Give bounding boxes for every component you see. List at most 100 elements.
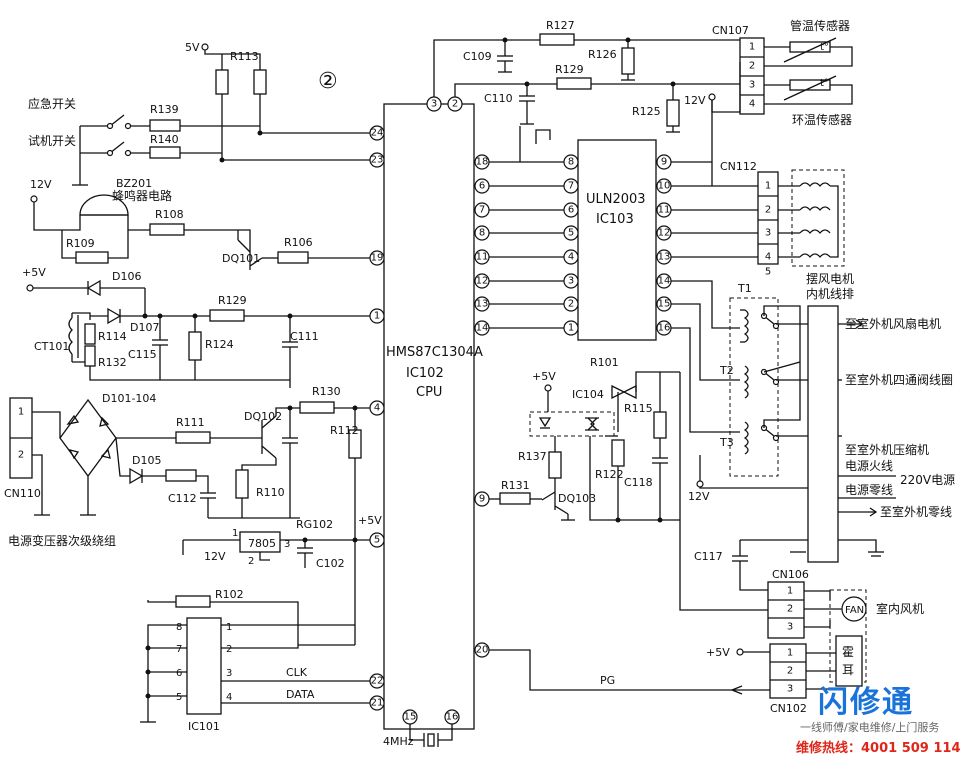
cpu-ic102: HMS87C1304A IC102 CPU — [383, 103, 483, 730]
r129a-label: R129 — [218, 294, 247, 307]
pin-label: 14 — [476, 323, 489, 334]
buzzer-ref-label: BZ201 — [116, 177, 152, 190]
sensor-section: R127 C109 R126 R129 C110 R125 12V 1 2 3 — [433, 18, 853, 186]
svg-text:4: 4 — [765, 252, 771, 263]
cn106-label: CN106 — [772, 568, 809, 581]
pg-label: PG — [600, 674, 615, 687]
transformer-label: 电源变压器次级绕组 — [8, 533, 116, 548]
cpu-pins: 3 2 24 23 19 1 4 5 22 21 18 6 7 8 11 12 … — [369, 96, 490, 725]
pin-label: 7 — [479, 205, 485, 216]
v5p-label-b: +5V — [532, 370, 556, 383]
fan-symbol-label: FAN — [845, 605, 864, 616]
switch-section: 5V R113 应急开关 试机开关 R139 R140 — [28, 41, 370, 186]
r124-label: R124 — [205, 338, 234, 351]
out-neutral-label: 至室外机零线 — [880, 504, 952, 519]
pin-label: 24 — [371, 128, 384, 139]
pin-label: 4 — [374, 403, 380, 414]
pin-label: 22 — [371, 676, 384, 687]
c111-label: C111 — [290, 330, 319, 343]
svg-text:7: 7 — [568, 181, 574, 192]
pin-label: 13 — [476, 299, 489, 310]
svg-text:3: 3 — [568, 276, 574, 287]
uln-ref-label: IC103 — [596, 212, 634, 227]
crystal-label: 4MHz — [383, 735, 414, 748]
pin-label: 19 — [371, 253, 384, 264]
svg-text:1: 1 — [749, 42, 755, 53]
t1-label: T1 — [737, 282, 752, 295]
pin-label: 9 — [479, 494, 485, 505]
cn102-label: CN102 — [770, 702, 807, 715]
dq103-label: DQ103 — [558, 492, 596, 505]
pin-label: 16 — [446, 712, 459, 723]
t3-label: T3 — [719, 436, 734, 449]
buzzer-section: 12V R109 BZ201 蜂鸣器电路 R108 R109 DQ101 R10… — [30, 177, 370, 270]
r113-label: R113 — [230, 50, 259, 63]
pin-label: 2 — [452, 99, 458, 110]
watermark-hotline: 维修热线：4001 509 114 — [796, 741, 961, 756]
room-sensor-label: 环温传感器 — [792, 112, 852, 127]
c110-label: C110 — [484, 92, 513, 105]
cpu-5v-label: +5V — [358, 514, 382, 527]
svg-text:3: 3 — [765, 228, 771, 239]
ic104-label: IC104 — [572, 388, 604, 401]
svg-text:5: 5 — [568, 228, 574, 239]
crystal-section: 4MHz — [383, 724, 453, 748]
d107-label: D107 — [130, 321, 159, 334]
r114-label: R114 — [98, 330, 127, 343]
cn110-pin: 2 — [18, 450, 24, 461]
ic101-label: IC101 — [188, 720, 220, 733]
swing-motor-label: 摆风电机 — [806, 272, 854, 286]
v12-label-c: 12V — [684, 94, 706, 107]
svg-text:3: 3 — [787, 622, 793, 633]
cn112-label: CN112 — [720, 160, 757, 173]
r137-label: R137 — [518, 450, 547, 463]
bridge-section: 1 2 CN110 电源变压器次级绕组 D101-104 R111 D105 C… — [4, 385, 370, 548]
neutral-label: 电源零线 — [845, 483, 893, 497]
pin-label: 18 — [476, 157, 489, 168]
d105-label: D105 — [132, 454, 161, 467]
pin-label: 15 — [404, 712, 417, 723]
r130-label: R130 — [312, 385, 341, 398]
hall-label: 霍 — [842, 645, 854, 659]
d106-label: D106 — [112, 270, 141, 283]
pin-label: 12 — [476, 276, 489, 287]
v5p-label-c: +5V — [706, 646, 730, 659]
svg-text:3: 3 — [226, 668, 232, 679]
pin-label: 11 — [476, 252, 489, 263]
d101-label: D101-104 — [102, 392, 156, 405]
hall-sensor-section: +5V 1 2 3 CN102 霍 耳 PG — [489, 635, 863, 715]
r131-label: R131 — [501, 479, 530, 492]
c115-label: C115 — [128, 348, 157, 361]
r102-label: R102 — [215, 588, 244, 601]
dq101-label: DQ101 — [222, 252, 260, 265]
relay-section: T1 T2 T3 — [719, 282, 808, 477]
c112-label: C112 — [168, 492, 197, 505]
regulator-section: 7805 RG102 12V 1 3 2 C102 — [182, 518, 370, 570]
r115-label: R115 — [624, 402, 653, 415]
uln-part-label: ULN2003 — [586, 192, 646, 207]
svg-text:1: 1 — [232, 528, 238, 539]
r109-label: R109 — [66, 237, 95, 250]
svg-text:2: 2 — [765, 205, 771, 216]
pipe-sensor-label: 管温传感器 — [790, 18, 850, 33]
pin-label: 8 — [479, 228, 485, 239]
svg-text:3: 3 — [749, 80, 755, 91]
watermark-tagline: 一线师傅/家电维修/上门服务 — [800, 721, 940, 734]
svg-text:7: 7 — [176, 644, 182, 655]
svg-text:10: 10 — [658, 181, 671, 192]
indoor-fan-label: 室内风机 — [876, 601, 924, 616]
pin-label: 20 — [476, 645, 489, 656]
svg-text:1: 1 — [765, 181, 771, 192]
svg-text:8: 8 — [176, 622, 182, 633]
svg-text:2: 2 — [749, 61, 755, 72]
dq102-label: DQ102 — [244, 410, 282, 423]
r101-label: R101 — [590, 356, 619, 369]
c117-label: C117 — [694, 550, 723, 563]
indoor-harness-label: 内机线排 — [806, 287, 854, 301]
svg-text:4: 4 — [226, 692, 232, 703]
r106-label: R106 — [284, 236, 313, 249]
v12-label-d: 12V — [688, 490, 710, 503]
data-label: DATA — [286, 688, 315, 701]
cn110-label: CN110 — [4, 487, 41, 500]
